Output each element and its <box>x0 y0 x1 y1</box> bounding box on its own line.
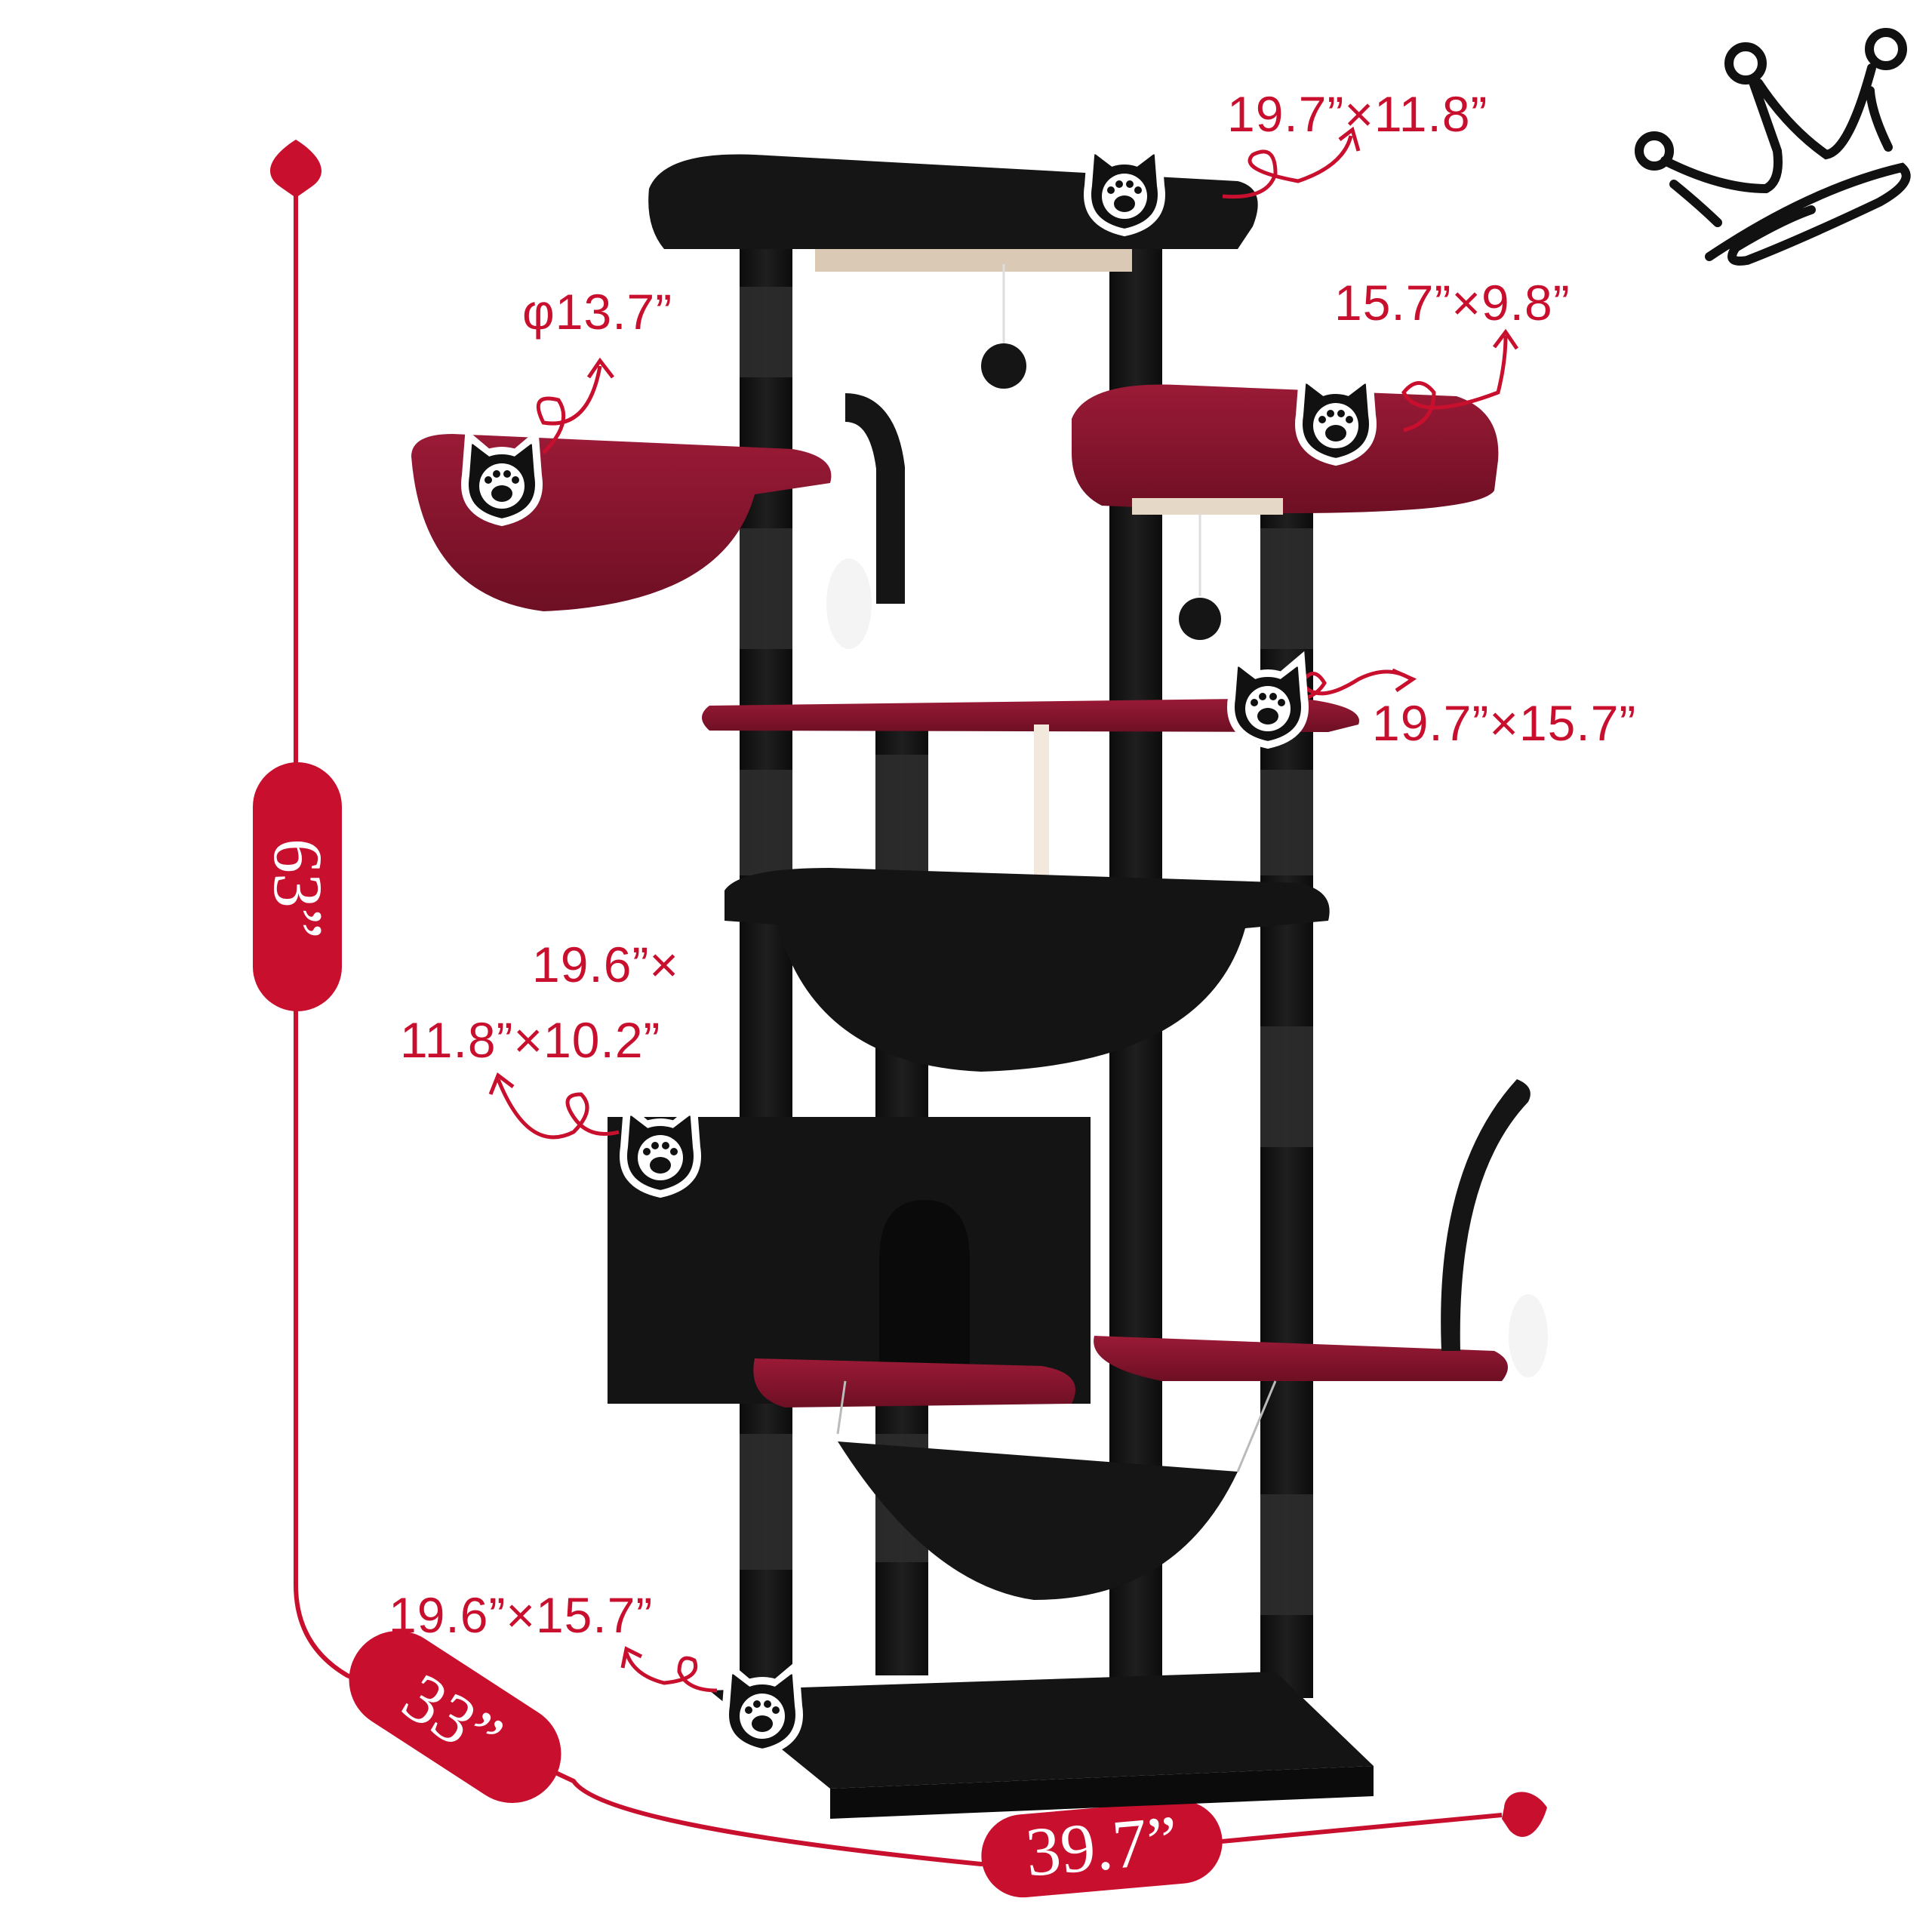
upper-right-perch <box>1072 384 1499 640</box>
mouse-toys <box>826 393 905 649</box>
top-perch-dimension: 19.7”×11.8” <box>1227 86 1488 142</box>
width-label: 39.7” <box>1023 1801 1181 1891</box>
middle-platform-dimension: 19.7”×15.7” <box>1372 695 1637 751</box>
small-hammock <box>836 1380 1277 1600</box>
height-pill <box>253 762 342 1011</box>
height-measure-line <box>270 140 1547 1867</box>
lower-right-platform <box>1094 1079 1548 1381</box>
cat-paw-badge-icon <box>465 436 539 522</box>
height-label: 63” <box>260 838 337 939</box>
cat-paw-badge-icon <box>1088 146 1161 232</box>
middle-platform <box>702 698 1359 913</box>
heart-arrow-icon <box>1502 1792 1547 1837</box>
cat-paw-badge-icon <box>1299 376 1373 462</box>
upper-right-perch-dimension: 15.7”×9.8” <box>1334 275 1571 331</box>
heart-arrow-icon <box>270 140 321 198</box>
cat-paw-badge-icon <box>623 1108 697 1194</box>
hammock-bowl <box>724 868 1330 1072</box>
base <box>709 1672 1374 1819</box>
width-pill <box>981 1800 1223 1898</box>
basket-dimension: φ13.7” <box>522 284 673 340</box>
base-dimension: 19.6”×15.7” <box>389 1587 654 1643</box>
callout-arrows <box>488 126 1519 1693</box>
condo-dimension-line1: 19.6”× <box>532 937 679 992</box>
cat-paw-badge-icon <box>725 1666 799 1752</box>
cat-paw-badge-icon <box>1231 659 1305 745</box>
depth-pill <box>349 1630 561 1804</box>
condo-dimension-line2: 11.8”×10.2” <box>400 1012 661 1068</box>
crown-icon <box>1635 28 1911 266</box>
